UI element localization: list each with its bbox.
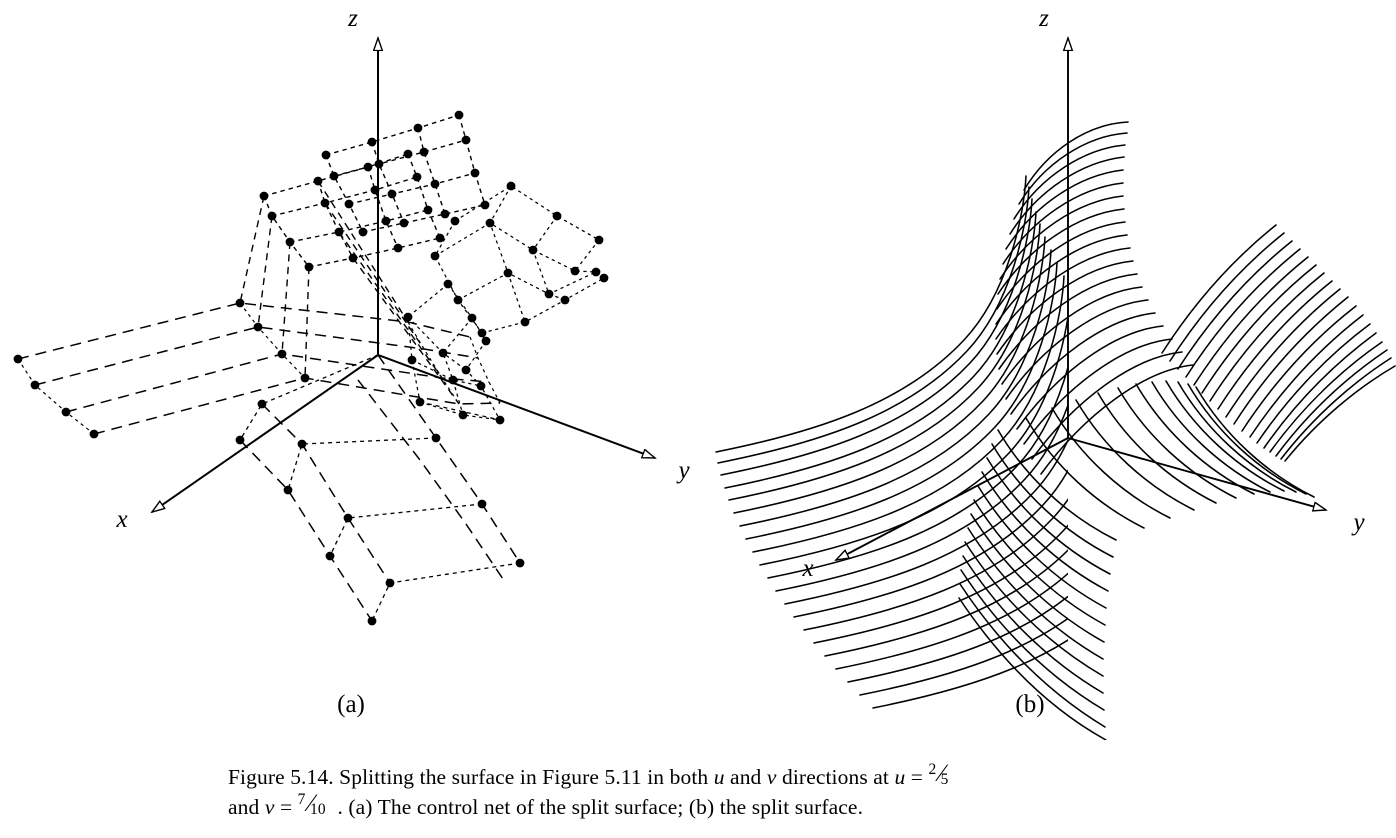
y-axis	[1067, 437, 1326, 510]
axes-group-b	[836, 38, 1326, 560]
x-axis	[836, 437, 1069, 560]
caption-and: and	[724, 765, 767, 789]
fraction-seven-tenths: 7⁄10	[298, 789, 338, 817]
patch-left-far	[17, 302, 501, 435]
caption-line1-pre: Figure 5.14. Splitting the surface in Fi…	[228, 765, 714, 789]
subfigure-label-a: (a)	[337, 691, 365, 718]
z-axis-label: z	[347, 5, 358, 32]
surface-patch-upper-left	[715, 175, 1068, 709]
fraction-denominator: 5	[940, 770, 949, 788]
caption-u-symbol: u	[713, 765, 725, 789]
patch-mid-front-points	[403, 279, 505, 425]
y-axis	[377, 354, 655, 459]
patch-mid-front-v	[407, 283, 501, 421]
fraction-numerator: 2	[928, 761, 937, 779]
y-axis-label: y	[675, 457, 690, 484]
patch-right	[434, 185, 605, 334]
fraction-solidus: ⁄	[308, 789, 314, 818]
caption-line2-post: . (a) The control net of the split surfa…	[337, 795, 864, 819]
caption-line1-mid: directions at	[776, 765, 895, 789]
caption-v-symbol: v	[766, 765, 777, 789]
patch-top-center-points	[321, 110, 490, 237]
patch-left-far-points	[13, 298, 310, 439]
caption-u-symbol-2: u	[894, 765, 906, 789]
caption-eq-2: =	[274, 795, 298, 819]
patch-top-center-v	[325, 114, 486, 233]
fraction-solidus: ⁄	[939, 759, 945, 788]
axes-group-a	[152, 38, 655, 512]
panel-a-control-net: z y x (a)	[13, 5, 690, 718]
control-net-group-a	[13, 38, 655, 626]
fraction-two-fifths: 2⁄5	[929, 759, 960, 787]
subfigure-label-b: (b)	[1015, 691, 1044, 718]
y-axis-label: y	[1350, 509, 1365, 536]
fraction-numerator: 7	[297, 791, 306, 809]
surface-curves-group-b	[715, 121, 1396, 740]
x-axis	[152, 354, 379, 512]
caption-v-symbol-2: v	[264, 795, 275, 819]
panel-b-split-surface: z y x (b)	[715, 5, 1396, 740]
patch-right-points	[430, 181, 609, 338]
figure-caption: Figure 5.14. Splitting the surface in Fi…	[228, 759, 1228, 822]
z-axis-label: z	[1038, 5, 1049, 32]
patch-right-v	[434, 185, 605, 334]
fraction-denominator: 10	[310, 800, 326, 818]
surface-patch-top-center	[995, 121, 1194, 475]
patch-bottom-front-points	[235, 399, 525, 626]
patch-upper-left-v	[263, 153, 441, 268]
patch-top-center	[325, 114, 486, 233]
surface-patch-right	[1161, 224, 1396, 462]
patch-bottom-front-v	[239, 354, 521, 622]
patch-upper-left	[263, 153, 441, 268]
caption-line2-pre: and	[228, 795, 265, 819]
x-axis-label: x	[115, 506, 127, 533]
x-axis-label: x	[801, 555, 813, 582]
patch-left-far-v-lines	[17, 302, 501, 435]
patch-bottom-front	[239, 354, 521, 622]
caption-eq-1: =	[905, 765, 929, 789]
surface-patch-bottom-front	[958, 380, 1315, 740]
